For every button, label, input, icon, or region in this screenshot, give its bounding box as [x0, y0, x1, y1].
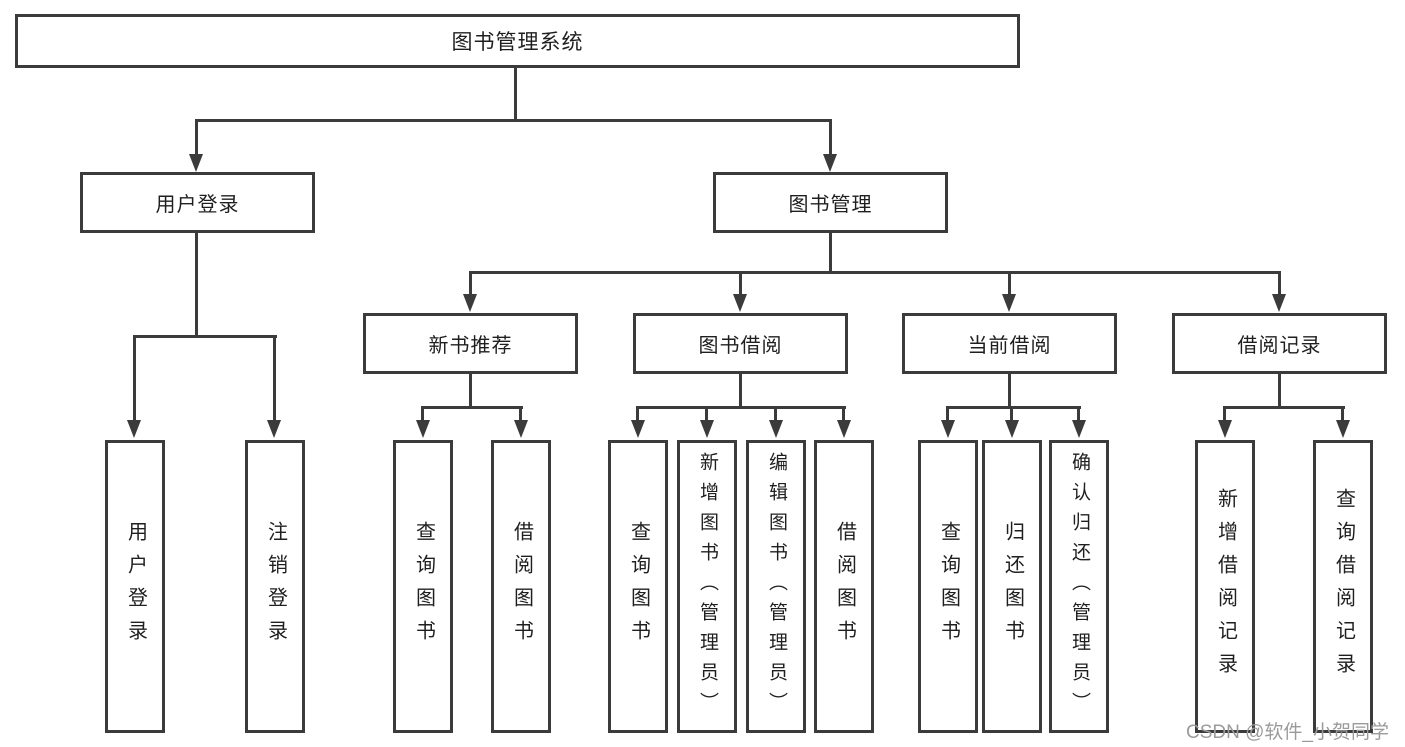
- leaf-logout: 注销登录: [245, 440, 305, 733]
- connector-line: [829, 230, 832, 273]
- arrowhead-down-icon: [837, 420, 851, 438]
- node-label: 新书推荐: [428, 335, 513, 357]
- leaf-label: 注销登录: [264, 520, 287, 653]
- node-label: 图书管理: [788, 194, 873, 216]
- connector-line: [636, 406, 639, 422]
- arrowhead-down-icon: [127, 420, 141, 438]
- leaf-label: 归还图书: [1001, 520, 1024, 653]
- node-label: 图书管理系统: [451, 31, 584, 54]
- leaf-query-books-recommend: 查询图书: [393, 440, 453, 733]
- leaf-label: 查询图书: [412, 520, 435, 653]
- arrowhead-down-icon: [189, 154, 203, 172]
- connector-line: [195, 230, 198, 337]
- leaf-add-borrow-record: 新增借阅记录: [1195, 440, 1255, 733]
- node-label: 当前借阅: [967, 335, 1052, 357]
- connector-line: [829, 119, 832, 155]
- leaf-label: 新增借阅记录: [1214, 487, 1237, 686]
- connector-line: [514, 68, 517, 121]
- leaf-label: 查询图书: [627, 520, 650, 653]
- arrowhead-down-icon: [941, 420, 955, 438]
- arrowhead-down-icon: [631, 420, 645, 438]
- arrowhead-down-icon: [823, 154, 837, 172]
- leaf-label: 确认归还（管理员）: [1068, 451, 1090, 722]
- leaf-label: 查询图书: [937, 520, 960, 653]
- leaf-borrow-books-recommend: 借阅图书: [491, 440, 551, 733]
- connector-line: [842, 406, 845, 422]
- connector-line: [1223, 406, 1345, 409]
- connector-line: [1010, 406, 1013, 422]
- arrowhead-down-icon: [514, 420, 528, 438]
- connector-line: [774, 406, 777, 422]
- leaf-label: 查询借阅记录: [1332, 487, 1355, 686]
- arrowhead-down-icon: [733, 294, 747, 312]
- connector-line: [195, 119, 198, 155]
- connector-line: [195, 119, 832, 122]
- leaf-label: 借阅图书: [833, 520, 856, 653]
- leaf-query-borrow-record: 查询借阅记录: [1313, 440, 1373, 733]
- arrowhead-down-icon: [463, 294, 477, 312]
- arrowhead-down-icon: [1072, 420, 1086, 438]
- connector-line: [1223, 406, 1226, 422]
- leaf-add-books-admin: 新增图书（管理员）: [677, 440, 737, 733]
- connector-line: [133, 335, 136, 420]
- connector-line: [469, 271, 1281, 274]
- csdn-watermark: CSDN @软件_小贺同学: [1186, 722, 1389, 743]
- arrowhead-down-icon: [267, 420, 281, 438]
- node-label: 图书借阅: [698, 335, 783, 357]
- leaf-label: 用户登录: [124, 520, 147, 653]
- leaf-borrow-books: 借阅图书: [814, 440, 874, 733]
- connector-line: [273, 335, 276, 420]
- node-library-management-system: 图书管理系统: [15, 14, 1020, 68]
- leaf-label: 编辑图书（管理员）: [765, 451, 787, 722]
- leaf-confirm-return-admin: 确认归还（管理员）: [1049, 440, 1109, 733]
- leaf-label: 借阅图书: [510, 520, 533, 653]
- connector-line: [421, 406, 523, 409]
- leaf-edit-books-admin: 编辑图书（管理员）: [746, 440, 806, 733]
- leaf-query-books-current: 查询图书: [918, 440, 978, 733]
- connector-line: [1278, 271, 1281, 295]
- node-book-management: 图书管理: [713, 172, 948, 233]
- leaf-label: 新增图书（管理员）: [696, 451, 718, 722]
- connector-line: [421, 406, 424, 422]
- node-borrowing-records: 借阅记录: [1172, 313, 1387, 374]
- node-label: 借阅记录: [1237, 335, 1322, 357]
- arrowhead-down-icon: [1005, 420, 1019, 438]
- connector-line: [705, 406, 708, 422]
- arrowhead-down-icon: [1002, 294, 1016, 312]
- connector-line: [1341, 406, 1344, 422]
- node-user-login: 用户登录: [80, 172, 315, 233]
- connector-line: [946, 406, 1081, 409]
- leaf-return-books: 归还图书: [982, 440, 1042, 733]
- connector-line: [1077, 406, 1080, 422]
- leaf-query-books-borrowing: 查询图书: [608, 440, 668, 733]
- connector-line: [133, 335, 277, 338]
- connector-line: [739, 372, 742, 408]
- node-label: 用户登录: [155, 194, 240, 216]
- connector-line: [519, 406, 522, 422]
- arrowhead-down-icon: [1336, 420, 1350, 438]
- leaf-user-login: 用户登录: [105, 440, 165, 733]
- connector-line: [469, 271, 472, 295]
- connector-line: [469, 372, 472, 408]
- connector-line: [946, 406, 949, 422]
- node-new-book-recommend: 新书推荐: [363, 313, 578, 374]
- arrowhead-down-icon: [416, 420, 430, 438]
- arrowhead-down-icon: [700, 420, 714, 438]
- node-current-borrowing: 当前借阅: [902, 313, 1117, 374]
- connector-line: [1278, 372, 1281, 408]
- connector-line: [739, 271, 742, 295]
- connector-line: [1008, 271, 1011, 295]
- connector-line: [636, 406, 846, 409]
- arrowhead-down-icon: [1218, 420, 1232, 438]
- arrowhead-down-icon: [1272, 294, 1286, 312]
- arrowhead-down-icon: [769, 420, 783, 438]
- connector-line: [1008, 372, 1011, 408]
- node-book-borrowing: 图书借阅: [633, 313, 848, 374]
